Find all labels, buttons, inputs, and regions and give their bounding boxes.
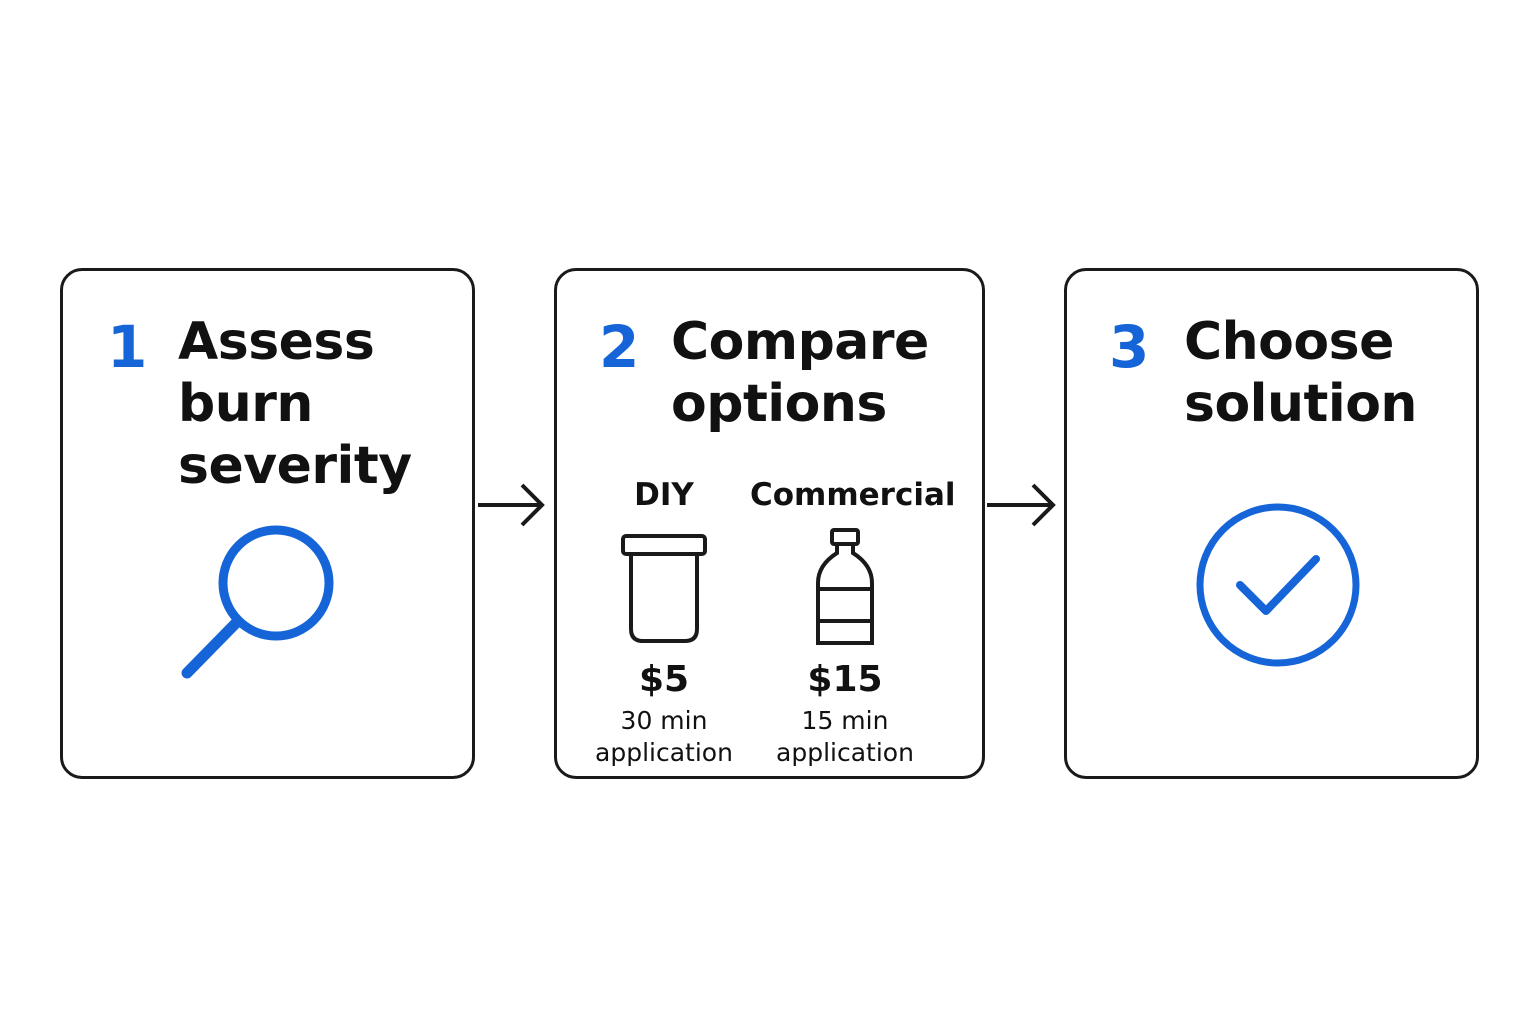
arrow-right-icon [478,483,545,527]
step-number: 3 [1109,313,1150,381]
step-card-assess: 1 Assess burn severity [60,268,475,779]
option-time: 30 min [620,706,708,735]
bottle-icon [816,528,874,645]
option-commercial: Commercial $15 15 min application [750,271,956,782]
arrow-right-icon [987,483,1056,527]
option-price: $5 [638,659,690,700]
step-number: 1 [107,313,148,381]
step-card-compare: 2 Compare options DIY $5 30 min applicat… [554,268,985,779]
step-number: 2 [599,313,640,381]
step-title: Compare options [671,312,929,434]
option-time: 15 min [801,706,889,735]
jar-icon [621,534,707,643]
option-note: application [776,738,914,767]
option-diy: DIY $5 30 min application [569,271,759,782]
option-note: application [595,738,733,767]
step-card-choose: 3 Choose solution [1064,268,1479,779]
option-name: Commercial [750,477,956,513]
magnifying-glass-icon [181,525,334,679]
check-circle-icon [1196,503,1360,667]
step-title: Assess burn severity [178,312,412,496]
option-price: $15 [807,659,883,700]
option-name: DIY [634,477,694,513]
step-title: Choose solution [1184,312,1417,434]
